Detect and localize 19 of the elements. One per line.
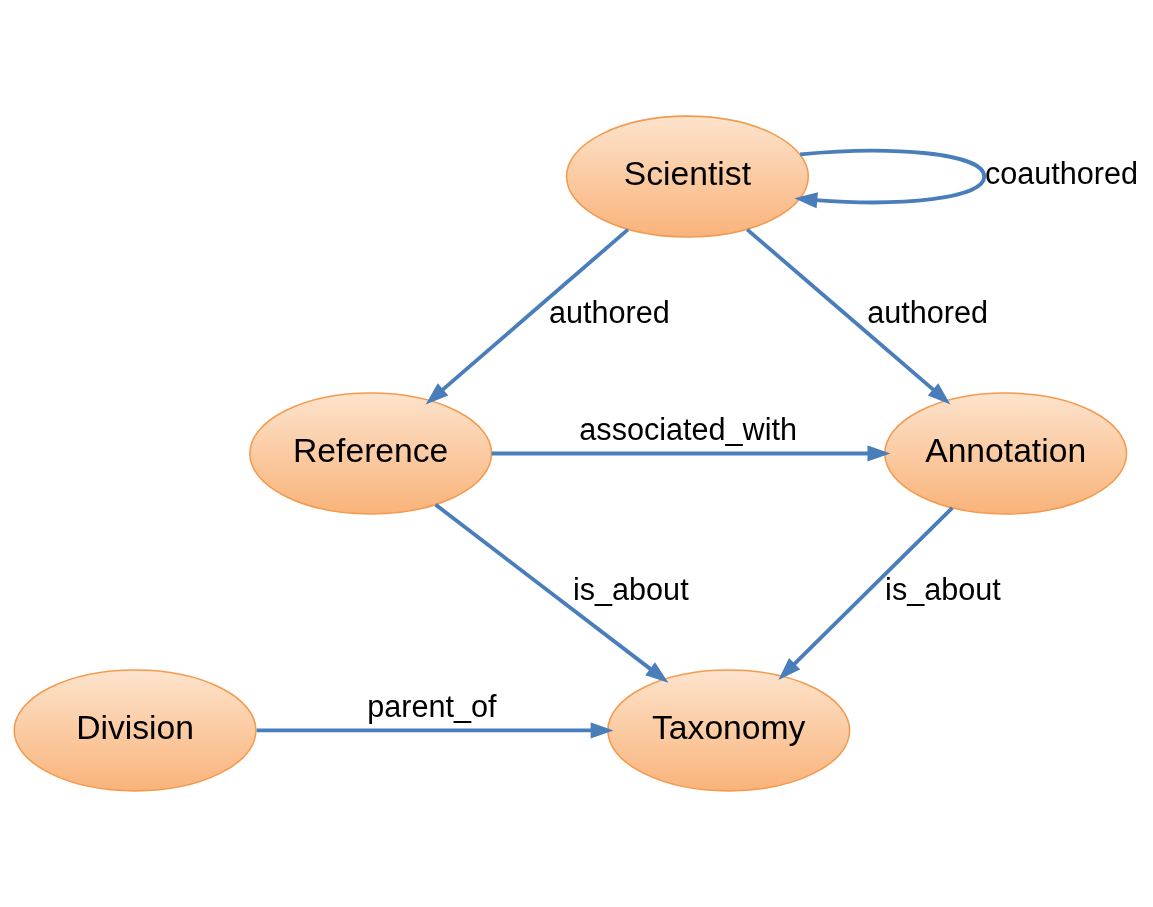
edge-label: authored (867, 294, 989, 329)
edge-label: parent_of (367, 688, 497, 723)
arrow (746, 228, 951, 405)
arrow (794, 148, 987, 209)
edge-label: is_about (572, 571, 689, 606)
arrow (256, 722, 614, 739)
node-ellipse: Reference (249, 392, 493, 515)
node-ellipse: Annotation (884, 392, 1128, 515)
edge-label: associated_with (579, 411, 798, 446)
edge-label: is_about (885, 571, 1001, 606)
edge-label: authored (549, 294, 670, 329)
arrow (434, 503, 669, 683)
node-ellipse: Division (13, 669, 257, 792)
arrow (491, 445, 891, 462)
edge-label: coauthored (984, 156, 1139, 191)
node-ellipse: Scientist (565, 115, 810, 238)
arrow (778, 506, 954, 680)
node-ellipse: Taxonomy (607, 669, 851, 792)
arrow (425, 228, 630, 405)
